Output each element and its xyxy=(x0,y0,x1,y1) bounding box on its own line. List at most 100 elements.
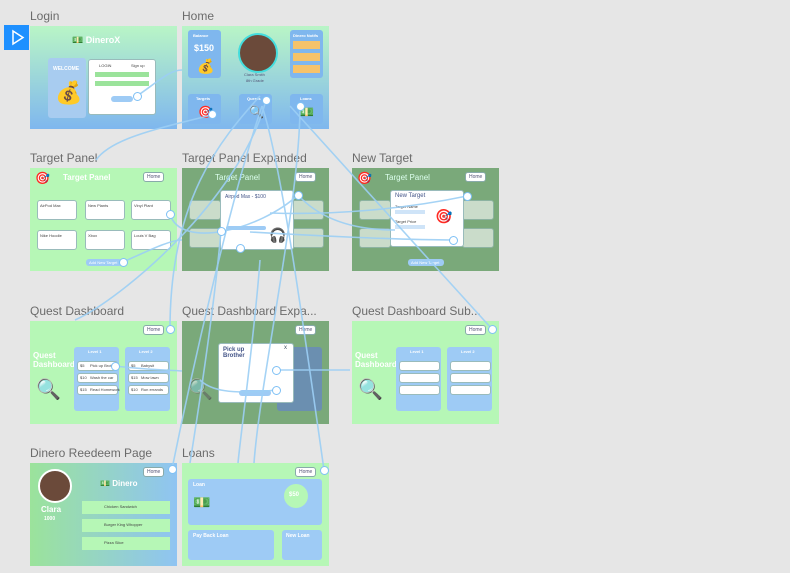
home-button[interactable]: Home xyxy=(143,172,165,182)
home-button[interactable]: Home xyxy=(143,325,165,335)
close-icon[interactable]: x xyxy=(284,345,287,351)
nav-targets[interactable]: Targets 🎯 xyxy=(188,94,221,124)
user-grade: 8th Grade xyxy=(246,78,264,83)
home-button[interactable]: Home xyxy=(295,467,317,477)
connector-handle[interactable] xyxy=(119,258,128,267)
nav-loans-label: Loans xyxy=(300,96,312,101)
new-loan-card[interactable]: New Loan xyxy=(282,530,322,560)
connector-handle[interactable] xyxy=(208,110,217,119)
frame-label-new-target: New Target xyxy=(352,151,413,165)
add-target-button[interactable]: Add New Target xyxy=(408,259,444,266)
target-name-input[interactable] xyxy=(395,210,425,214)
offer-item[interactable]: Chicken Sandwich xyxy=(82,501,170,514)
balance-value: $150 xyxy=(194,43,215,53)
connector-handle[interactable] xyxy=(294,191,303,200)
magnifier-icon: 🔍 xyxy=(249,105,264,119)
connector-handle[interactable] xyxy=(133,92,142,101)
tab-signup[interactable]: Sign up xyxy=(131,63,145,68)
money-bag-icon: 💰 xyxy=(197,58,215,74)
target-card-4[interactable]: Nike Hoodie xyxy=(37,230,77,250)
magnifier-icon: 🔍 xyxy=(188,379,213,401)
frame-target-panel[interactable]: 🎯 Target Panel Home AirPod Max New Plant… xyxy=(30,168,177,271)
username-field[interactable] xyxy=(95,72,149,77)
connector-handle[interactable] xyxy=(262,96,271,105)
quest-item[interactable] xyxy=(450,361,491,371)
home-button[interactable]: Home xyxy=(143,467,165,477)
target-card xyxy=(292,200,324,220)
frame-label-quest-dashboard: Quest Dashboard xyxy=(30,304,125,318)
target-card-2[interactable]: New Plants xyxy=(85,200,125,220)
home-button[interactable]: Home xyxy=(465,172,487,182)
target-popup[interactable]: Airpod Max - $100 🎧 xyxy=(220,190,294,250)
quest-item[interactable] xyxy=(450,385,491,395)
play-icon xyxy=(12,29,25,46)
connector-handle[interactable] xyxy=(166,210,175,219)
balance-title: Balance xyxy=(193,33,209,38)
offer-item[interactable]: Pizza Slice xyxy=(82,537,170,550)
home-button[interactable]: Home xyxy=(295,172,317,182)
tab-login[interactable]: LOGIN xyxy=(99,63,112,68)
frame-loans[interactable]: Home Loan 💵 $50 Pay Back Loan New Loan xyxy=(182,463,329,566)
avatar xyxy=(38,469,72,503)
target-card-1[interactable]: AirPod Max xyxy=(37,200,77,220)
frame-target-panel-expanded[interactable]: Target Panel Home Airpod Max - $100 🎧 xyxy=(182,168,329,271)
panel-title: Target Panel xyxy=(63,173,111,182)
target-price-input[interactable] xyxy=(395,225,425,229)
panel-title: Target Panel xyxy=(215,173,260,182)
connector-handle[interactable] xyxy=(111,362,120,371)
login-card[interactable]: LOGIN Sign up xyxy=(88,59,156,115)
frame-new-target[interactable]: 🎯 Target Panel Home New Target Target Na… xyxy=(352,168,499,271)
quest-title: Quest Dashboard xyxy=(33,351,75,369)
home-button[interactable]: Home xyxy=(465,325,487,335)
connector-handle[interactable] xyxy=(296,102,305,111)
target-card-5[interactable]: Xbox xyxy=(85,230,125,250)
frame-quest-expanded[interactable]: Home 🔍 Pick up Brother x xyxy=(182,321,329,424)
pay-back-card[interactable]: Pay Back Loan xyxy=(188,530,274,560)
connector-handle[interactable] xyxy=(217,227,226,236)
brand-logo: 💵 DineroX xyxy=(72,35,121,45)
target-card-6[interactable]: Louis V Bag xyxy=(131,230,171,250)
dinero-balance: 1000 xyxy=(44,516,56,522)
login-button[interactable] xyxy=(111,96,133,102)
nav-quests-label: Quests xyxy=(247,96,261,101)
play-prototype-button[interactable] xyxy=(4,25,29,50)
notif-item[interactable] xyxy=(293,41,320,49)
level1-title: Level 1 xyxy=(410,349,424,354)
notif-item[interactable] xyxy=(293,53,320,61)
connector-handle[interactable] xyxy=(168,465,177,474)
complete-quest-button[interactable] xyxy=(239,390,271,396)
connector-handle[interactable] xyxy=(272,386,281,395)
new-loan-title: New Loan xyxy=(286,533,310,539)
quest-item[interactable] xyxy=(399,373,440,383)
quest-popup[interactable]: Pick up Brother x xyxy=(218,343,294,403)
level2-column: Level 2 xyxy=(447,347,492,411)
target-card-3[interactable]: Vinyl Plant xyxy=(131,200,171,220)
quest-item[interactable] xyxy=(450,373,491,383)
password-field[interactable] xyxy=(95,81,149,86)
frame-dinero-redeem[interactable]: Home Clara 1000 💵 Dinero Chicken Sandwic… xyxy=(30,463,177,566)
connector-handle[interactable] xyxy=(166,325,175,334)
notif-item[interactable] xyxy=(293,65,320,73)
frame-login[interactable]: 💵 DineroX WELCOME 💰 LOGIN Sign up xyxy=(30,26,177,129)
connector-handle[interactable] xyxy=(463,192,472,201)
connector-handle[interactable] xyxy=(272,366,281,375)
nav-loans[interactable]: Loans 💵 xyxy=(290,94,323,124)
brand-logo: 💵 Dinero xyxy=(100,479,138,488)
frame-quest-dashboard[interactable]: Home Quest Dashboard 🔍 Level 1 Level 2 $… xyxy=(30,321,177,424)
quest-item[interactable] xyxy=(399,361,440,371)
connector-handle[interactable] xyxy=(449,236,458,245)
offer-item[interactable]: Burger King Whopper xyxy=(82,519,170,532)
frame-home[interactable]: Balance $150 💰 Clara Smith 8th Grade Din… xyxy=(182,26,329,129)
home-button[interactable]: Home xyxy=(295,325,317,335)
add-target-button[interactable]: Add New Target xyxy=(86,259,122,266)
connector-handle[interactable] xyxy=(488,325,497,334)
connector-handle[interactable] xyxy=(236,244,245,253)
connector-handle[interactable] xyxy=(320,466,329,475)
frame-quest-sub[interactable]: Home Quest Dashboard 🔍 Level 1 Level 2 xyxy=(352,321,499,424)
quest-item[interactable] xyxy=(399,385,440,395)
